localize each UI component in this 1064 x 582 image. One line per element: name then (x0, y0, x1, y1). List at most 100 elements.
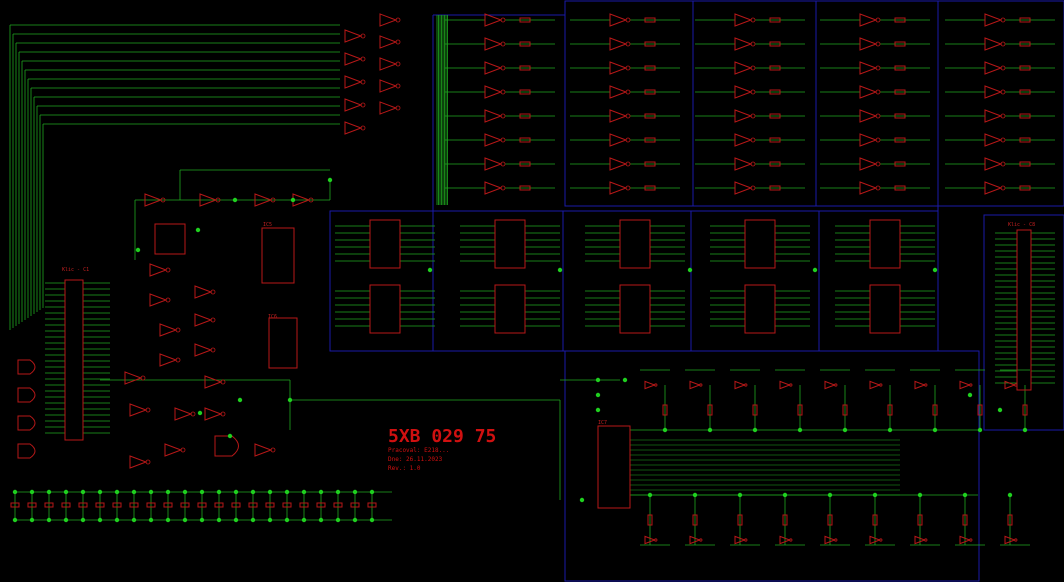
junction-dot (232, 197, 238, 203)
buffer-symbol (869, 380, 882, 390)
buffer-symbol (644, 380, 657, 390)
inverter-bubble (625, 137, 631, 143)
capacitor-symbol (112, 502, 122, 508)
buffer-symbol (344, 52, 363, 66)
buffer-symbol (609, 181, 628, 195)
inverter-bubble (500, 41, 506, 47)
resistor-symbol (644, 89, 656, 95)
resistor-symbol (519, 17, 531, 23)
sheet-frame (564, 350, 980, 582)
inverter-bubble (180, 447, 186, 453)
inverter-bubble (744, 538, 748, 542)
buffer-symbol (734, 181, 753, 195)
buffer-symbol (149, 293, 168, 307)
resistor-symbol (917, 514, 923, 526)
buffer-symbol (824, 380, 837, 390)
buffer-symbol (484, 157, 503, 171)
buffer-symbol (984, 13, 1003, 27)
sheet-frame (690, 210, 820, 352)
junction-dot (182, 517, 188, 523)
junction-dot (267, 489, 273, 495)
junction-dot (318, 489, 324, 495)
buffer-symbol (824, 535, 837, 545)
resistor-symbol (519, 137, 531, 143)
resistor-symbol (662, 404, 668, 416)
and-gate-symbol (214, 435, 239, 457)
capacitor-symbol (146, 502, 156, 508)
inverter-bubble (1000, 137, 1006, 143)
junction-dot (662, 427, 668, 433)
junction-dot (967, 392, 973, 398)
buffer-symbol (859, 61, 878, 75)
buffer-symbol (149, 263, 168, 277)
ic-lower-label: IC7 (598, 420, 607, 426)
connector-left-label: Klic - C1 (62, 267, 89, 273)
inverter-bubble (654, 538, 658, 542)
inverter-bubble (789, 383, 793, 387)
inverter-bubble (834, 383, 838, 387)
buffer-symbol (609, 13, 628, 27)
sheet-frame (564, 0, 694, 207)
part-body (597, 425, 631, 509)
buffer-symbol (984, 109, 1003, 123)
inverter-bubble (395, 17, 401, 23)
junction-dot (352, 489, 358, 495)
inverter-bubble (190, 411, 196, 417)
connector-body (64, 279, 84, 441)
capacitor-symbol (299, 502, 309, 508)
resistor-symbol (707, 404, 713, 416)
resistor-symbol (644, 161, 656, 167)
inverter-bubble (360, 102, 366, 108)
buffer-symbol (379, 35, 398, 49)
buffer-symbol (959, 535, 972, 545)
junction-dot (977, 427, 983, 433)
capacitor-symbol (265, 502, 275, 508)
inverter-bubble (165, 297, 171, 303)
junction-dot (1022, 427, 1028, 433)
sheet-frame (432, 210, 564, 352)
inverter-bubble (879, 383, 883, 387)
part-body (494, 219, 526, 269)
junction-dot (595, 407, 601, 413)
capacitor-symbol (78, 502, 88, 508)
inverter-bubble (875, 17, 881, 23)
buffer-symbol (984, 37, 1003, 51)
junction-dot (369, 489, 375, 495)
buffer-symbol (379, 101, 398, 115)
resistor-symbol (827, 514, 833, 526)
junction-dot (352, 517, 358, 523)
inverter-bubble (625, 185, 631, 191)
inverter-bubble (395, 61, 401, 67)
buffer-symbol (859, 181, 878, 195)
junction-dot (579, 497, 585, 503)
inverter-bubble (395, 105, 401, 111)
junction-dot (290, 197, 296, 203)
buffer-symbol (144, 193, 163, 207)
ic-upper-label: IC5 (263, 222, 272, 228)
buffer-symbol (734, 380, 747, 390)
resistor-symbol (519, 89, 531, 95)
junction-dot (165, 517, 171, 523)
capacitor-symbol (282, 502, 292, 508)
junction-dot (131, 489, 137, 495)
buffer-symbol (984, 181, 1003, 195)
junction-dot (63, 517, 69, 523)
capacitor-symbol (10, 502, 20, 508)
capacitor-symbol (231, 502, 241, 508)
resistor-symbol (647, 514, 653, 526)
resistor-symbol (842, 404, 848, 416)
buffer-symbol (689, 535, 702, 545)
buffer-symbol (204, 407, 223, 421)
buffer-symbol (779, 380, 792, 390)
junction-dot (216, 517, 222, 523)
inverter-bubble (360, 56, 366, 62)
part-body (744, 219, 776, 269)
resistor-symbol (519, 185, 531, 191)
junction-dot (827, 492, 833, 498)
inverter-bubble (969, 383, 973, 387)
junction-dot (997, 407, 1003, 413)
and-gate-symbol (17, 443, 36, 459)
junction-dot (335, 489, 341, 495)
inverter-bubble (210, 347, 216, 353)
